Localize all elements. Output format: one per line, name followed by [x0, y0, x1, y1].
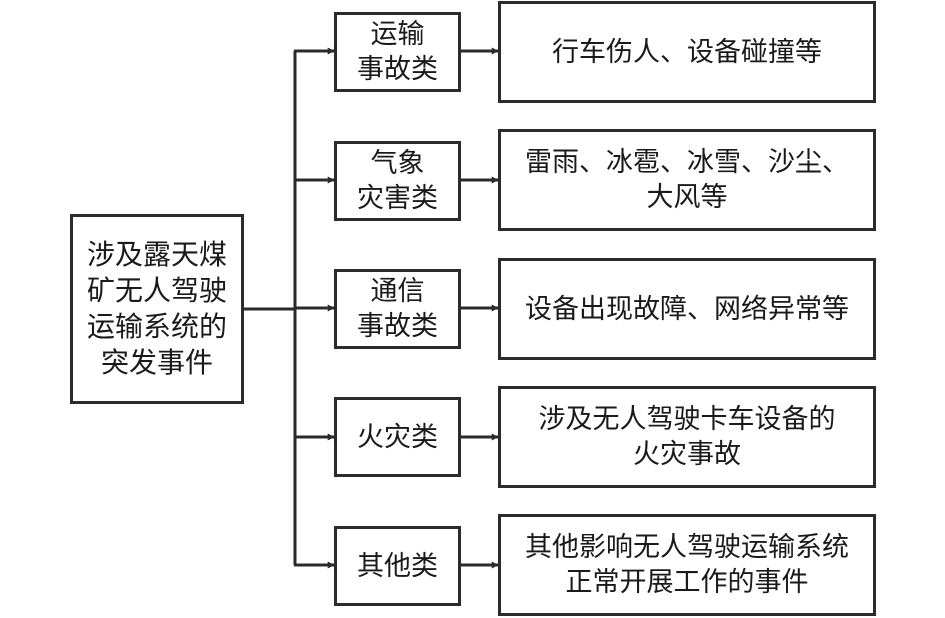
- category-box-other: 其他类: [334, 526, 461, 606]
- detail-label: 涉及无人驾驶卡车设备的 火灾事故: [538, 404, 836, 470]
- detail-label: 设备出现故障、网络异常等: [525, 293, 849, 325]
- category-label: 气象 灾害类: [357, 148, 438, 214]
- detail-box-communication-accident: 设备出现故障、网络异常等: [498, 258, 876, 360]
- category-label: 其他类: [357, 550, 438, 582]
- detail-label: 行车伤人、设备碰撞等: [552, 36, 822, 68]
- detail-label: 其他影响无人驾驶运输系统 正常开展工作的事件: [525, 532, 849, 598]
- category-box-fire: 火灾类: [334, 397, 461, 477]
- detail-box-transport-accident: 行车伤人、设备碰撞等: [498, 1, 876, 103]
- category-box-weather-disaster: 气象 灾害类: [334, 141, 461, 221]
- detail-label: 雷雨、冰雹、冰雪、沙尘、 大风等: [525, 147, 849, 213]
- category-box-communication-accident: 通信 事故类: [334, 269, 461, 349]
- detail-box-fire: 涉及无人驾驶卡车设备的 火灾事故: [498, 386, 876, 488]
- detail-box-weather-disaster: 雷雨、冰雹、冰雪、沙尘、 大风等: [498, 129, 876, 231]
- category-label: 通信 事故类: [357, 276, 438, 342]
- root-event-box: 涉及露天煤 矿无人驾驶 运输系统的 突发事件: [70, 214, 244, 404]
- category-box-transport-accident: 运输 事故类: [334, 12, 461, 92]
- category-label: 火灾类: [357, 421, 438, 453]
- root-event-label: 涉及露天煤 矿无人驾驶 运输系统的 突发事件: [86, 238, 227, 379]
- category-label: 运输 事故类: [357, 19, 438, 85]
- detail-box-other: 其他影响无人驾驶运输系统 正常开展工作的事件: [498, 514, 876, 616]
